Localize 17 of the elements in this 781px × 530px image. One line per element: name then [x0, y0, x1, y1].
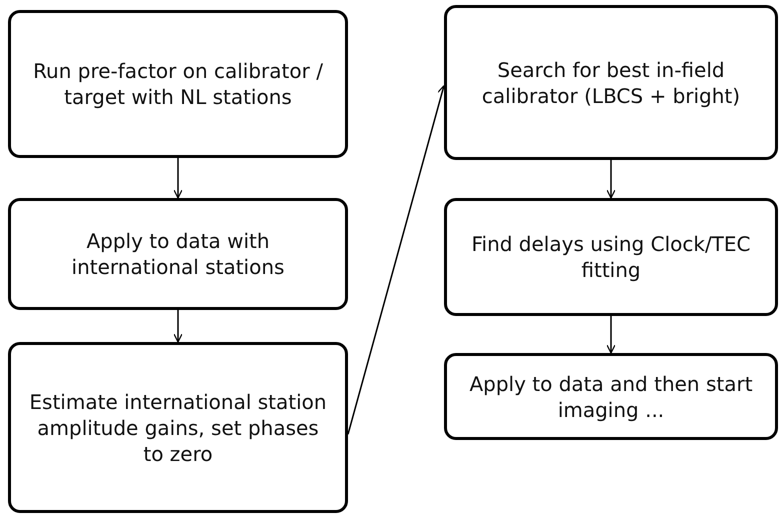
- process-box: [444, 353, 778, 440]
- process-box: [444, 198, 778, 316]
- step-text: Estimate international station amplitude gains, set phases to zero: [28, 388, 328, 466]
- arrow: [173, 310, 183, 343]
- arrow: [347, 85, 446, 435]
- process-box: [8, 198, 348, 310]
- process-box: [8, 342, 348, 513]
- process-box: [8, 10, 348, 158]
- step-text: Apply to data with international stations: [70, 228, 286, 280]
- process-box: [444, 5, 778, 160]
- arrow: [606, 316, 616, 354]
- step-text: Apply to data and then start imaging ...: [468, 370, 754, 422]
- step-text: Find delays using Clock/TEC fitting: [470, 231, 752, 283]
- step-text: Search for best in-field calibrator (LBCS + bright): [480, 56, 742, 108]
- step-text: Run pre-factor on calibrator / target with NL stations: [32, 58, 324, 110]
- arrow: [173, 158, 183, 199]
- arrow: [606, 160, 616, 199]
